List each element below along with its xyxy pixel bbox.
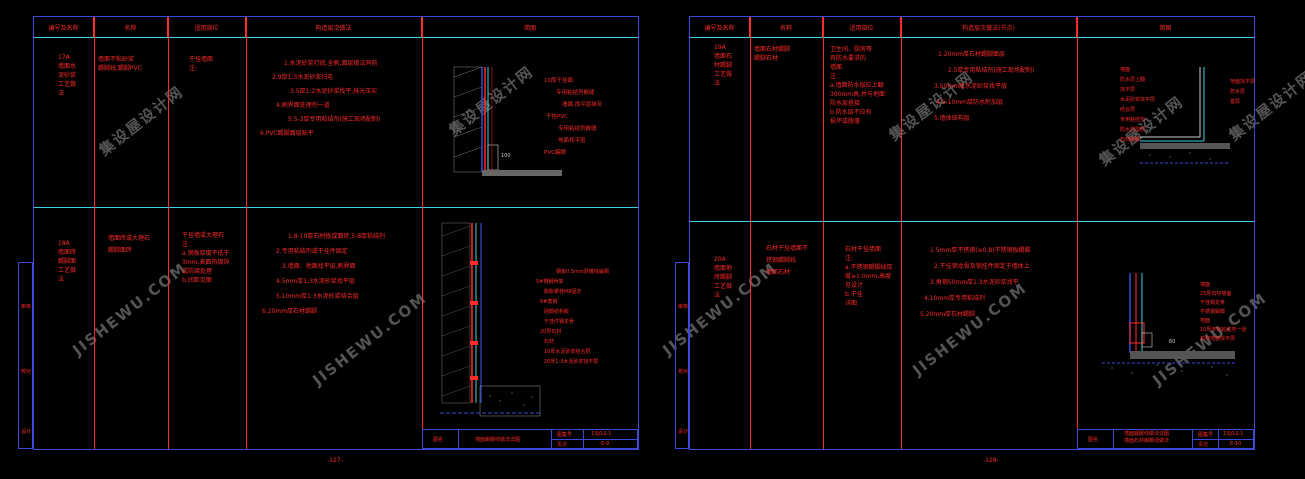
header-diagram: 简图 xyxy=(523,24,536,32)
right-signature-strip: 审核 校对 设计 xyxy=(675,262,689,449)
left-signature-strip: 审核 校对 设计 xyxy=(18,262,33,449)
column-divider xyxy=(823,17,824,449)
row2-callouts: 墙面 25厚石材墙面 干挂钢龙骨 不锈钢踢脚 地面 10厚专用粘结剂一道 石材地… xyxy=(1200,282,1247,342)
row1-layers: 1.水泥砂浆打底,全刷,面层做法同前 2.9厚1:3水泥砂浆扫毛 3.5厚1:2… xyxy=(260,60,381,137)
stone-baseboard-diagram-2 xyxy=(1102,273,1237,376)
header-name: 名称 xyxy=(750,17,823,37)
row1-callouts-left: 墙面 防水层上翻 找平层 水泥砂浆找平层 结合层 专用粘结剂 防水附加层 石材踢… xyxy=(1120,67,1156,143)
row2-callouts: 钢板0.5mm厚镀锌扁钢 5#槽钢骨架 膨胀螺栓M8固定 8#角钢 硅酮结构胶 … xyxy=(536,269,609,365)
title-block: 图名 墙面踢脚线做法详图 图集号 13J/L1-1 页次 E-9 xyxy=(422,429,638,449)
column-divider xyxy=(750,17,751,449)
header-layers: 构造层次做法(节点) xyxy=(901,17,1077,37)
page-number-right: -128- xyxy=(983,457,999,464)
row1-layers: 1.20mm厚石材踢脚面层 2.5厚专用粘结剂(施工现场配制) 3.50mm厚水… xyxy=(934,51,1035,122)
dimension-label: 60 xyxy=(1169,339,1176,345)
column-divider xyxy=(901,17,902,449)
header-name: 名称 xyxy=(94,17,168,37)
row1-scope: 干挂墙面注: xyxy=(189,56,214,72)
row-divider xyxy=(34,207,638,208)
header-code: 编号及名称 xyxy=(34,17,94,37)
header-code: 编号及名称 xyxy=(690,17,750,37)
baseboard-section-diagram-1 xyxy=(453,66,562,176)
row1-callouts-right: 地面找平层 防水层 基层 xyxy=(1230,79,1256,105)
header-layers: 构造层次做法 xyxy=(246,17,422,37)
header-divider xyxy=(690,37,1254,38)
stone-baseboard-diagram-1 xyxy=(1140,67,1230,164)
column-divider xyxy=(94,17,95,449)
row2-layers: 1.8-10厚石材板或面砖,5-8厚粘结剂 2.专用粘结剂或干挂件固定 3.墙面… xyxy=(262,233,386,315)
header-scope: 适用部位 xyxy=(823,17,901,37)
baseboard-section-diagram-2 xyxy=(440,222,541,417)
column-divider xyxy=(168,17,169,449)
column-divider xyxy=(422,17,423,449)
title-block: 图名 墙面踢脚线做法详图 墙面石材踢脚线做法 图集号 13J/L1-1 页次 E… xyxy=(1077,429,1254,449)
page-number-left: -127- xyxy=(327,457,343,464)
header-divider xyxy=(34,37,638,38)
row1-callouts: 10厚干挂面 专用粘结剂嵌缝 墙面,找平层抹灰 干挂PVC 专用粘结剂嵌缝 地面… xyxy=(544,78,603,156)
row1-name: 墙面不粘砂浆踢脚线,踢脚PVC xyxy=(98,56,142,72)
dimension-label: 100 xyxy=(501,153,511,159)
header-scope: 适用部位 xyxy=(168,17,246,37)
header-diagram: 简图 xyxy=(1159,24,1172,32)
row-divider xyxy=(690,221,1254,222)
row2-name: 墙面砖或大理石踢脚面砖 xyxy=(108,235,151,254)
column-divider xyxy=(1077,17,1078,449)
column-divider xyxy=(246,17,247,449)
row2-name: 石材干挂墙面不锈钢踢脚线墙面石材 xyxy=(766,245,809,276)
row2-layers: 1.5mm厚不锈钢(≥0.8)不锈钢板踢脚 2.干挂钢龙骨及钢挂件固定于墙体上 … xyxy=(920,247,1031,318)
row1-name: 墙面石材踢脚踢脚石材 xyxy=(754,46,791,62)
